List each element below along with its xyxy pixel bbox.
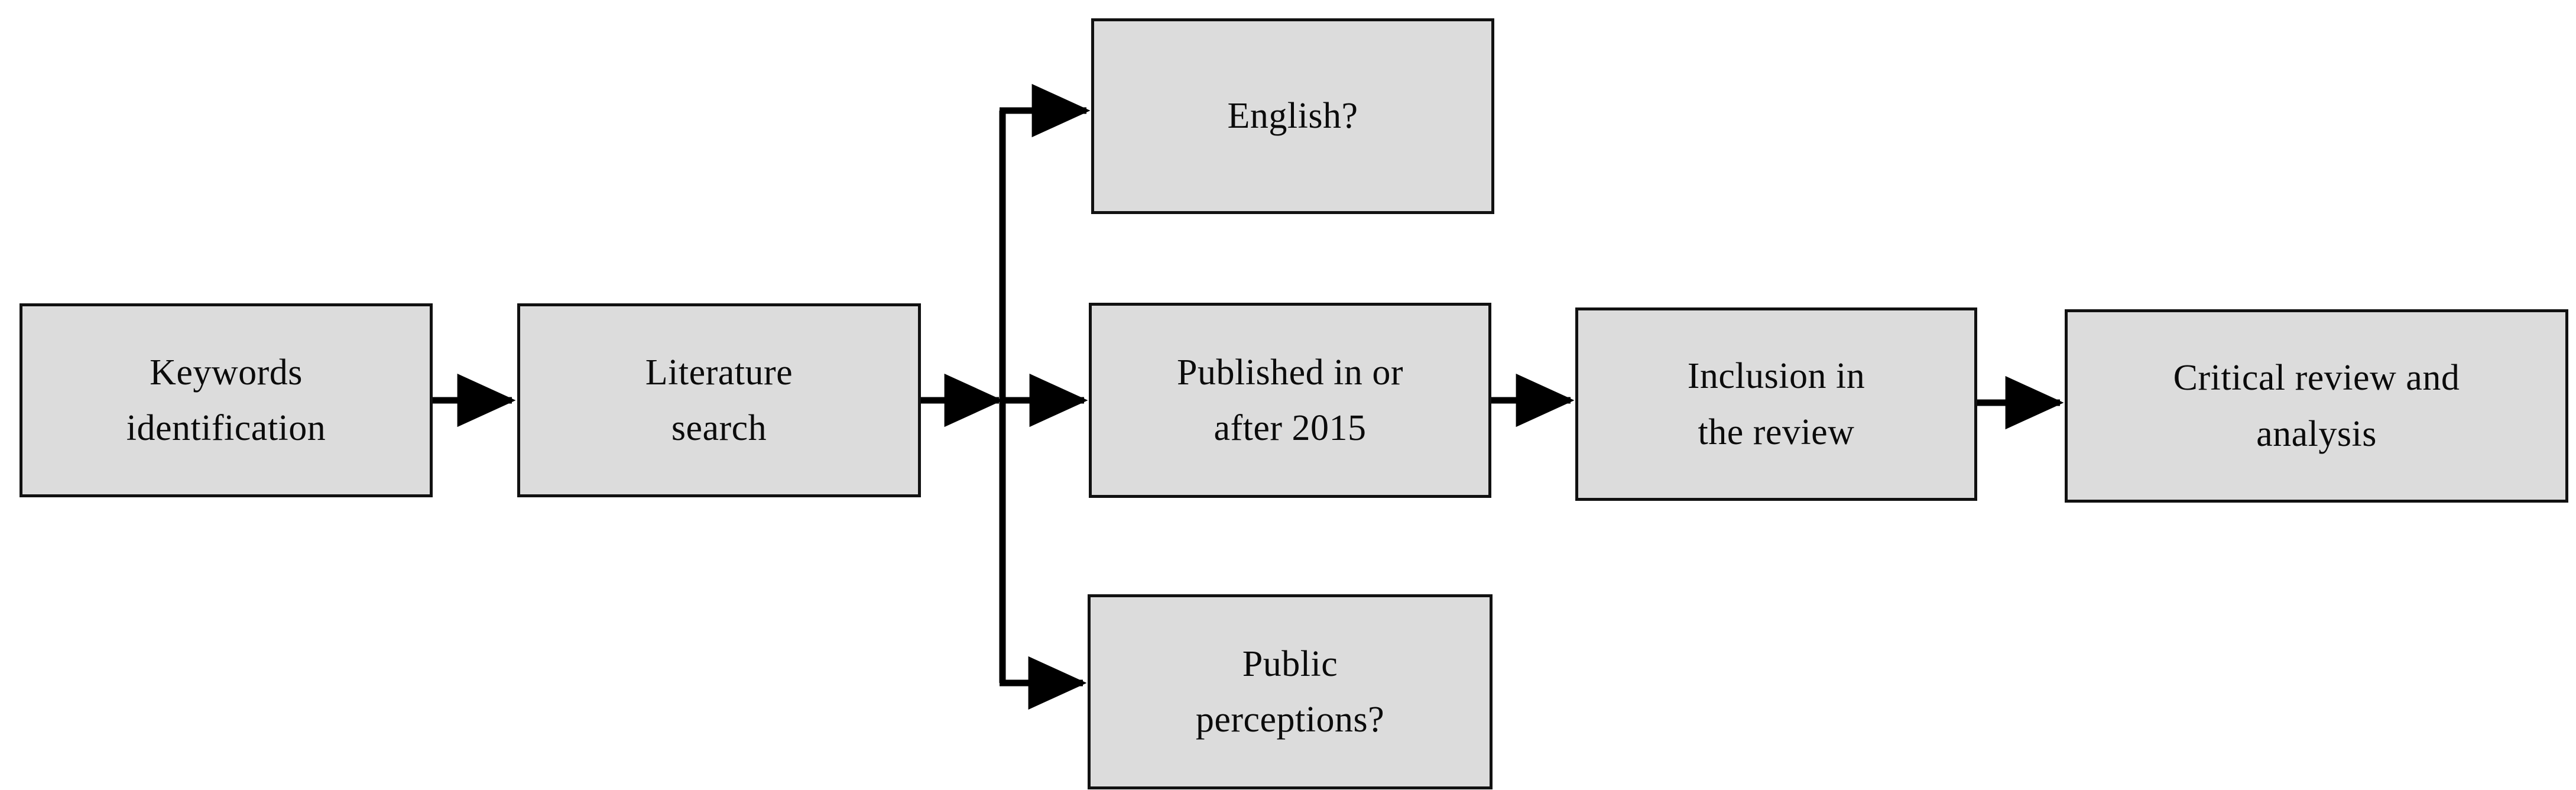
node-label-line: Public [1242, 643, 1338, 684]
node-literature-search[interactable]: Literature search [517, 303, 921, 497]
node-label-line: English? [1227, 96, 1358, 137]
node-public-perceptions[interactable]: Public perceptions? [1088, 594, 1493, 789]
node-keywords-identification[interactable]: Keywords identification [20, 303, 433, 497]
node-label-line: perceptions? [1195, 700, 1385, 740]
node-english[interactable]: English? [1091, 18, 1494, 214]
node-label-line: Critical review and [2173, 358, 2460, 399]
node-label-line: Inclusion in [1687, 356, 1866, 397]
node-label-line: after 2015 [1214, 408, 1367, 448]
node-critical-review-and-analysis[interactable]: Critical review and analysis [2065, 309, 2568, 503]
node-label-line: Literature [645, 352, 793, 393]
node-label-line: Keywords [150, 352, 303, 393]
node-label-line: the review [1698, 412, 1855, 452]
node-label-line: analysis [2256, 413, 2377, 454]
node-label-line: Published in or [1177, 352, 1403, 393]
node-label-line: identification [126, 408, 326, 448]
node-published-in-or-after-2015[interactable]: Published in or after 2015 [1089, 303, 1491, 498]
node-inclusion-in-the-review[interactable]: Inclusion in the review [1575, 307, 1977, 501]
node-label-line: search [671, 408, 767, 448]
